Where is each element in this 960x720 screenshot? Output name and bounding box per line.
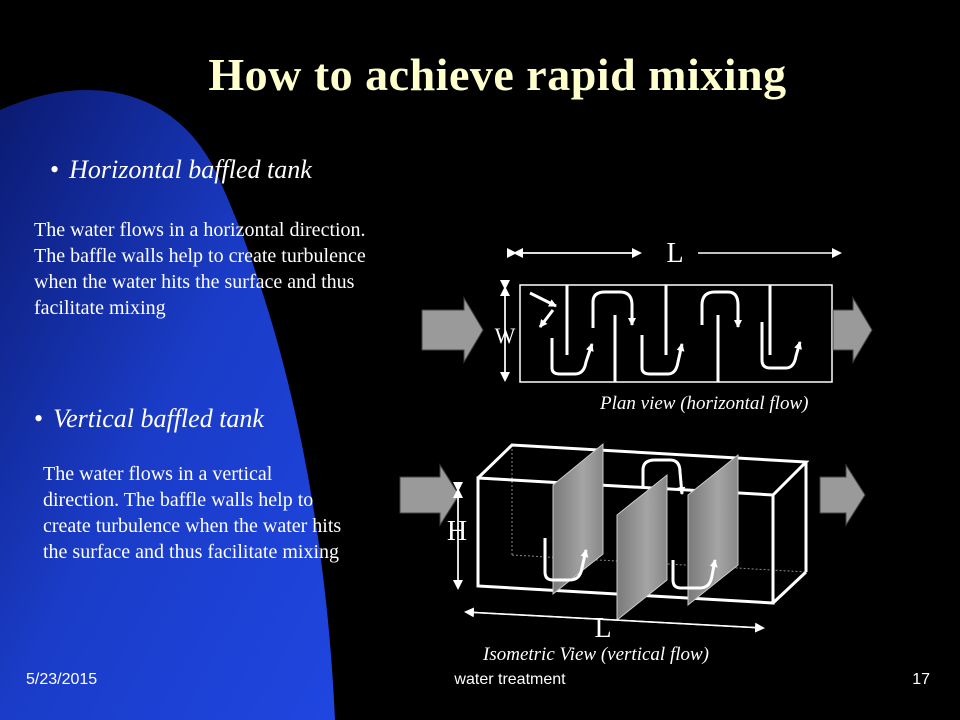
- isometric-tank-outline: [476, 443, 810, 605]
- plan-view-caption: Plan view (horizontal flow): [600, 393, 809, 414]
- bullet-horizontal-baffled-tank: •Horizontal baffled tank: [50, 155, 312, 184]
- baffle-panel: [687, 453, 739, 607]
- baffle-panel: [552, 442, 604, 596]
- baffle-panel: [616, 473, 668, 622]
- page-number: 17: [912, 671, 930, 688]
- isometric-view-caption: Isometric View (vertical flow): [483, 644, 710, 665]
- bullet-heading: Horizontal baffled tank: [69, 155, 312, 184]
- horizontal-description: The water flows in a horizontal directio…: [34, 219, 366, 319]
- isometric-view-diagram: H L: [399, 442, 866, 644]
- flow-arrows: [529, 290, 802, 376]
- slide-title: How to achieve rapid mixing: [208, 49, 787, 100]
- plan-view-diagram: L W: [421, 238, 873, 383]
- bullet-heading: Vertical baffled tank: [53, 404, 264, 433]
- outlet-arrow: [819, 463, 866, 527]
- footer-title: water treatment: [454, 671, 566, 688]
- iso-height-label: H: [447, 516, 467, 547]
- plan-tank-outline: [519, 284, 833, 383]
- inlet-arrow: [421, 296, 484, 364]
- flow-arrows: [543, 458, 718, 590]
- footer-date: 5/23/2015: [26, 671, 98, 688]
- iso-length-label: L: [594, 613, 611, 644]
- plan-width-label: W: [495, 323, 516, 348]
- vertical-description: The water flows in a vertical direction.…: [43, 463, 342, 563]
- outlet-arrow: [832, 296, 873, 364]
- plan-length-label: L: [666, 238, 683, 269]
- inlet-arrow: [399, 463, 460, 527]
- bullet-vertical-baffled-tank: •Vertical baffled tank: [34, 404, 264, 433]
